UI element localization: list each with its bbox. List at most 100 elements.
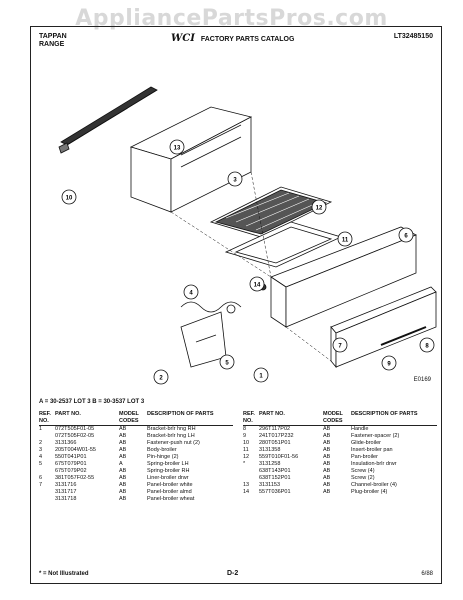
cell-part-no: 3131717 [55, 489, 77, 495]
cell-part-no: 675T079P02 [55, 468, 87, 474]
cell-description: Pin-hinge (2) [147, 454, 179, 460]
callout-5: 5 [219, 354, 235, 370]
cell-part-no: 3131258 [259, 461, 281, 467]
cell-part-no: 3131153 [259, 482, 281, 488]
svg-text:12: 12 [316, 206, 323, 212]
table-header: REF. NO. PART NO. MODEL CODES DESCRIPTIO… [39, 411, 233, 426]
cell-description: Insulation-brlr drwr [351, 461, 397, 467]
svg-text:5: 5 [225, 361, 229, 367]
model-code: LT32485150 [393, 33, 433, 40]
diagram-code: E0169 [413, 377, 431, 383]
header-ref: REF. NO. [243, 411, 255, 424]
page-number: D-2 [227, 570, 239, 577]
callout-7: 7 [332, 337, 348, 353]
exploded-parts-diagram: 13 3 10 12 11 6 4 14 5 7 9 8 2 1 [58, 86, 437, 385]
bracket-icon [180, 311, 227, 368]
callout-3: 3 [227, 171, 243, 187]
cell-model-code: AB [119, 433, 127, 439]
svg-text:11: 11 [342, 238, 349, 244]
cell-description: Fastener-push nut (2) [147, 440, 200, 446]
cell-description: Liner-broiler drwr [147, 475, 189, 481]
cell-part-no: 072T505F02-05 [55, 433, 95, 439]
cell-ref: 10 [243, 440, 250, 446]
header-part: PART NO. [259, 411, 285, 417]
cell-model-code: AB [323, 461, 331, 467]
header-ref: REF. NO. [39, 411, 51, 424]
cell-part-no: 072T505F01-05 [55, 426, 95, 432]
svg-text:2: 2 [159, 376, 163, 382]
brand-block: TAPPAN RANGE [39, 33, 67, 49]
table-row: 2 3131366 AB Fastener-push nut (2) [39, 440, 233, 447]
cell-model-code: AB [323, 468, 331, 474]
cell-model-code: AB [323, 426, 331, 432]
cell-description: Spring-broiler LH [147, 461, 189, 467]
broiler-body-icon [129, 106, 253, 213]
cell-model-code: AB [323, 433, 331, 439]
cell-part-no: 241T017P232 [259, 433, 294, 439]
cell-description: Glide-broiler [351, 440, 381, 446]
cell-ref: 2 [39, 440, 43, 446]
footnote: * = Not Illustrated [39, 571, 89, 577]
cell-ref: 12 [243, 454, 250, 460]
brand-line-1: TAPPAN [39, 33, 67, 40]
cell-ref: 1 [39, 426, 43, 432]
cell-model-code: AB [119, 440, 127, 446]
spring-broiler-icon [180, 301, 242, 314]
cell-description: Handle [351, 426, 369, 432]
cell-ref [39, 496, 55, 503]
callout-labels: 13 3 10 12 11 6 4 14 5 7 9 8 2 1 [61, 139, 435, 385]
cell-description: Fastener-spacer (2) [351, 433, 400, 439]
cell-ref: 14 [243, 489, 250, 495]
parts-column-left: REF. NO. PART NO. MODEL CODES DESCRIPTIO… [39, 411, 233, 503]
cell-model-code: AB [119, 496, 127, 502]
cell-model-code: AB [119, 489, 127, 495]
catalog-title-block: WCI FACTORY PARTS CATALOG [171, 33, 294, 44]
cell-description: Pan-broiler [351, 454, 378, 460]
callout-12: 12 [311, 199, 327, 215]
cell-part-no: 559T010F01-56 [259, 454, 299, 460]
callout-8: 8 [419, 337, 435, 353]
cell-part-no: 638T143P01 [259, 468, 291, 474]
callout-1: 1 [253, 367, 269, 383]
broiler-pan-grid-icon [209, 186, 333, 238]
channel-broiler-icon [60, 86, 158, 146]
callout-10: 10 [61, 189, 77, 205]
cell-ref [39, 433, 55, 440]
cell-model-code: AB [119, 468, 127, 474]
cell-model-code: AB [323, 475, 331, 481]
cell-ref: 4 [39, 454, 43, 460]
cell-ref: 11 [243, 447, 249, 453]
callout-2: 2 [153, 369, 169, 385]
header-desc: DESCRIPTION OF PARTS [351, 411, 418, 417]
cell-ref: 13 [243, 482, 250, 488]
svg-text:13: 13 [174, 146, 181, 152]
cell-ref: 3 [39, 447, 43, 453]
cell-ref: 8 [243, 426, 247, 432]
cell-part-no: 3131716 [55, 482, 77, 488]
cell-model-code: AB [323, 482, 331, 488]
cell-ref [39, 468, 55, 475]
cell-model-code: AB [323, 454, 331, 460]
cell-description: Channel-broiler (4) [351, 482, 397, 488]
cell-description: Panel-broiler almd [147, 489, 192, 495]
svg-text:9: 9 [387, 362, 391, 368]
cell-description: Screw (2) [351, 475, 375, 481]
svg-text:3: 3 [233, 178, 237, 184]
cell-model-code: AB [119, 482, 127, 488]
cell-model-code: AB [119, 426, 127, 432]
cell-part-no: 280T051P01 [259, 440, 291, 446]
cell-model-code: A [119, 461, 123, 467]
cell-part-no: 3131366 [55, 440, 77, 446]
parts-column-right: REF. NO. PART NO. MODEL CODES DESCRIPTIO… [243, 411, 437, 496]
